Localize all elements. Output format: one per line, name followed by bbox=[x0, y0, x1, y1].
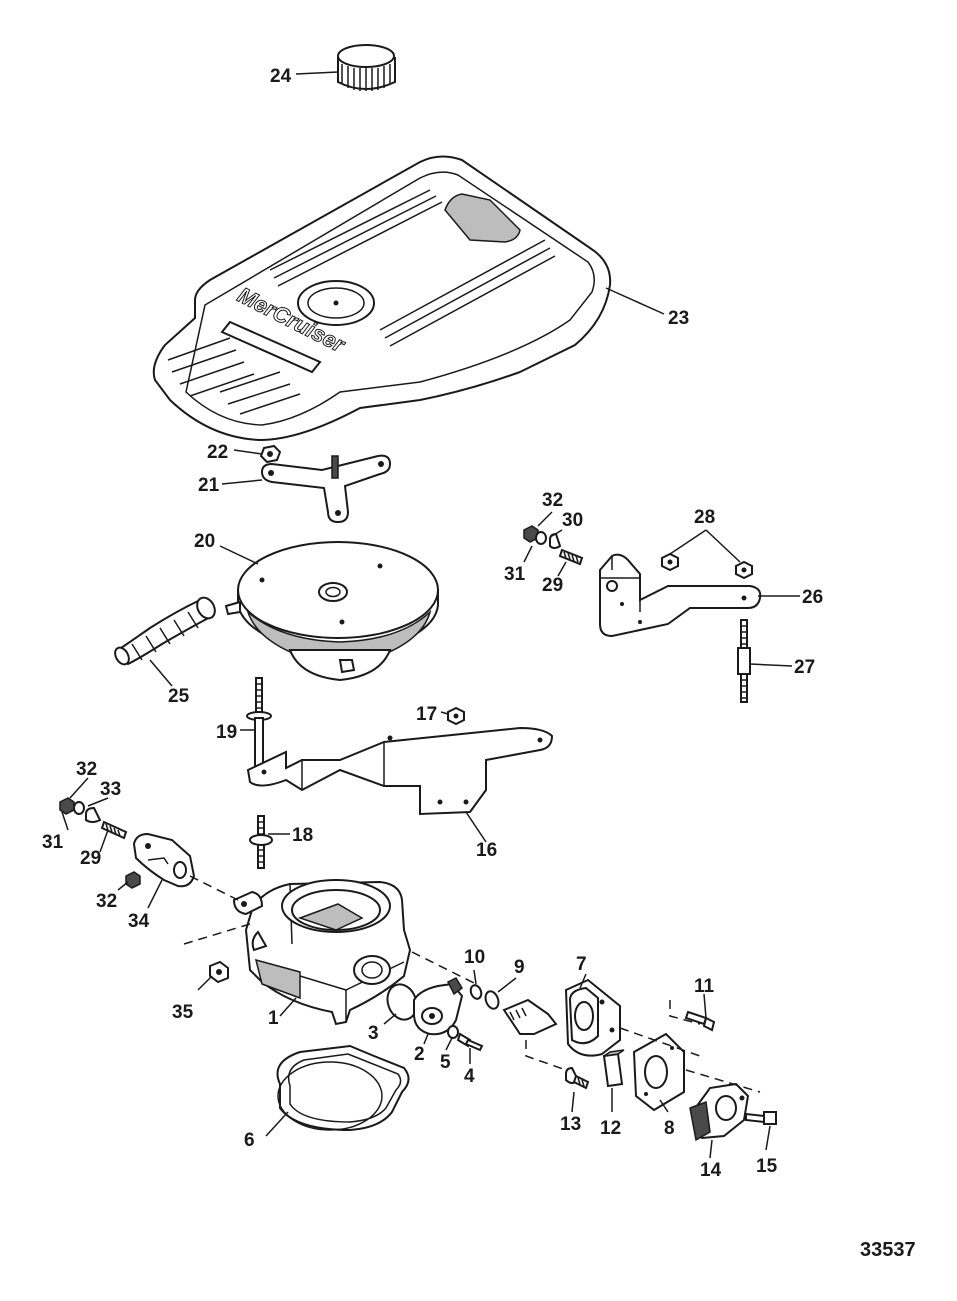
callout: 34 bbox=[128, 911, 150, 932]
part-32-nut-lower bbox=[125, 871, 141, 889]
part-20-flame-arrestor bbox=[237, 541, 439, 682]
part-12-block bbox=[602, 1049, 625, 1088]
callout: 10 bbox=[464, 947, 485, 968]
figure-number: 33537 bbox=[860, 1239, 916, 1261]
callout: 33 bbox=[100, 779, 121, 800]
callout: 32 bbox=[96, 891, 117, 912]
part-8-gasket bbox=[632, 1032, 685, 1112]
callout: 27 bbox=[794, 657, 815, 678]
callout: 23 bbox=[668, 308, 689, 329]
part-32-33-31-29-left-hardware bbox=[59, 797, 128, 840]
callout: 25 bbox=[168, 686, 190, 707]
part-24-cap bbox=[337, 44, 396, 91]
callout: 20 bbox=[194, 531, 215, 552]
callout: 1 bbox=[268, 1008, 279, 1029]
part-11-screw bbox=[684, 1010, 716, 1032]
part-2-sensor bbox=[413, 977, 464, 1036]
callout: 11 bbox=[694, 976, 715, 997]
part-19-stud bbox=[246, 677, 272, 773]
part-28-nuts bbox=[661, 552, 753, 580]
part-16-bracket bbox=[246, 726, 554, 816]
callout: 12 bbox=[600, 1118, 621, 1139]
callout: 29 bbox=[80, 848, 101, 869]
callout: 22 bbox=[207, 442, 228, 463]
callout: 5 bbox=[440, 1052, 451, 1073]
part-13-bolt bbox=[565, 1066, 590, 1090]
part-15-screw bbox=[745, 1111, 777, 1125]
part-14-sensor bbox=[689, 1082, 750, 1142]
callouts: 24 23 22 21 20 25 32 30 31 29 28 26 27 1… bbox=[42, 66, 823, 1181]
assembly-lines bbox=[183, 875, 761, 1093]
callout: 30 bbox=[562, 510, 583, 531]
callout: 31 bbox=[504, 564, 526, 585]
part-1-throttle-body bbox=[232, 879, 412, 1026]
part-5-washer bbox=[447, 1025, 459, 1039]
part-26-bracket bbox=[599, 553, 762, 638]
callout: 14 bbox=[700, 1160, 722, 1181]
part-25-hose bbox=[114, 596, 241, 666]
callout: 21 bbox=[198, 475, 220, 496]
callout: 6 bbox=[244, 1130, 255, 1151]
callout: 24 bbox=[270, 66, 292, 87]
part-32-31-30-29-upper-hardware bbox=[523, 525, 584, 566]
part-10-o-ring bbox=[469, 984, 483, 1000]
callout: 32 bbox=[76, 759, 97, 780]
callout: 29 bbox=[542, 575, 563, 596]
callout: 9 bbox=[514, 957, 525, 978]
part-6-gasket bbox=[276, 1044, 410, 1132]
part-4-screw bbox=[456, 1032, 484, 1052]
callout: 13 bbox=[560, 1114, 581, 1135]
part-9-o-ring bbox=[484, 990, 500, 1010]
part-34-bracket bbox=[132, 832, 196, 888]
leader-lines bbox=[61, 71, 800, 1159]
callout: 4 bbox=[464, 1066, 475, 1087]
part-27-stud bbox=[737, 619, 751, 703]
callout: 16 bbox=[476, 840, 497, 861]
callout: 7 bbox=[576, 954, 587, 975]
part-7-adapter bbox=[502, 978, 621, 1057]
callout: 3 bbox=[368, 1023, 379, 1044]
part-18-stud bbox=[249, 815, 273, 869]
callout: 17 bbox=[416, 704, 437, 725]
callout: 31 bbox=[42, 832, 64, 853]
callout: 28 bbox=[694, 507, 715, 528]
callout: 2 bbox=[414, 1044, 425, 1065]
callout: 15 bbox=[756, 1156, 778, 1177]
callout: 26 bbox=[802, 587, 823, 608]
callout: 18 bbox=[292, 825, 313, 846]
part-23-engine-cover: MerCruiser bbox=[152, 155, 612, 442]
part-35-nut bbox=[209, 960, 229, 984]
part-21-bracket bbox=[260, 454, 392, 524]
callout: 8 bbox=[664, 1118, 675, 1139]
part-22-nut bbox=[259, 444, 282, 464]
callout: 32 bbox=[542, 490, 563, 511]
part-17-nut bbox=[447, 706, 465, 726]
callout: 35 bbox=[172, 1002, 194, 1023]
callout: 19 bbox=[216, 722, 237, 743]
